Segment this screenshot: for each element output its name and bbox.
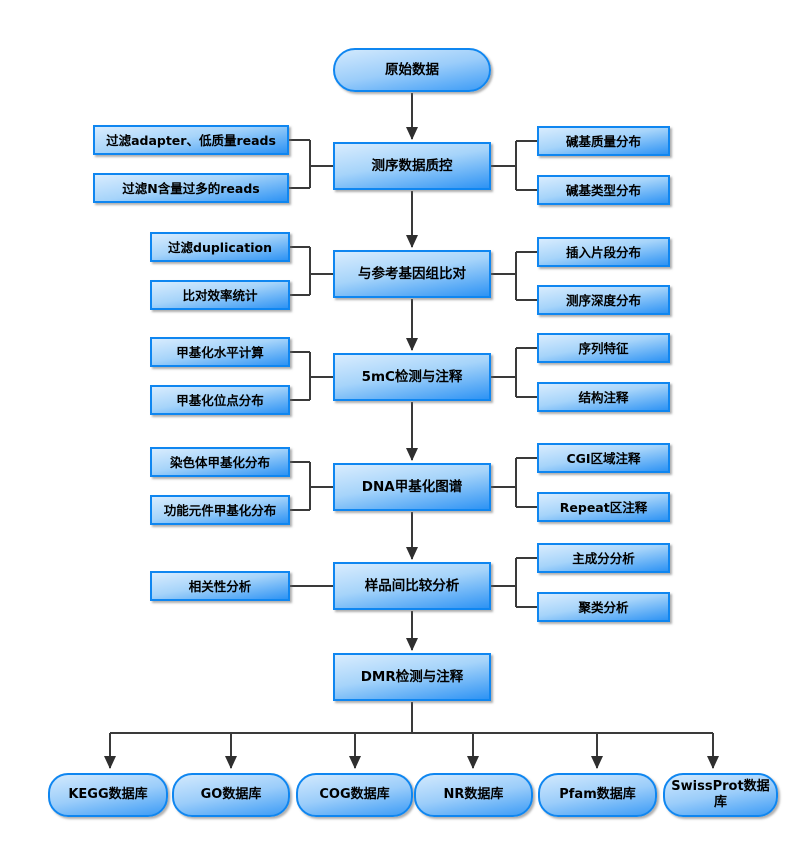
node-align-efficiency: 比对效率统计 bbox=[150, 280, 290, 310]
node-raw-data: 原始数据 bbox=[333, 48, 491, 92]
node-methylation-map: DNA甲基化图谱 bbox=[333, 463, 491, 511]
node-func-element-methyl: 功能元件甲基化分布 bbox=[150, 495, 290, 525]
node-5mc-detection: 5mC检测与注释 bbox=[333, 353, 491, 401]
node-methyl-site: 甲基化位点分布 bbox=[150, 385, 290, 415]
bracket-left-row2 bbox=[290, 246, 333, 296]
node-repeat-annotation: Repeat区注释 bbox=[537, 492, 670, 522]
node-db-swissprot: SwissProt数据库 bbox=[663, 773, 778, 817]
node-correlation: 相关性分析 bbox=[150, 571, 290, 601]
node-db-pfam: Pfam数据库 bbox=[538, 773, 657, 817]
node-base-type: 碱基类型分布 bbox=[537, 175, 670, 205]
node-methyl-level: 甲基化水平计算 bbox=[150, 337, 290, 367]
node-cluster: 聚类分析 bbox=[537, 592, 670, 622]
node-filter-adapter: 过滤adapter、低质量reads bbox=[93, 125, 289, 155]
node-db-cog: COG数据库 bbox=[296, 773, 413, 817]
bracket-right-row4 bbox=[491, 457, 537, 508]
node-db-go: GO数据库 bbox=[172, 773, 290, 817]
node-genome-alignment: 与参考基因组比对 bbox=[333, 250, 491, 298]
node-sample-comparison: 样品间比较分析 bbox=[333, 562, 491, 610]
bracket-right-row2 bbox=[491, 251, 537, 301]
node-struct-annotation: 结构注释 bbox=[537, 382, 670, 412]
node-dmr-detection: DMR检测与注释 bbox=[333, 653, 491, 701]
bracket-right-row5 bbox=[491, 557, 537, 608]
node-seq-feature: 序列特征 bbox=[537, 333, 670, 363]
node-db-nr: NR数据库 bbox=[414, 773, 533, 817]
node-base-quality: 碱基质量分布 bbox=[537, 126, 670, 156]
node-filter-duplication: 过滤duplication bbox=[150, 232, 290, 262]
node-seq-depth: 测序深度分布 bbox=[537, 285, 670, 315]
bracket-left-row4 bbox=[290, 461, 333, 511]
node-chromosome-methyl: 染色体甲基化分布 bbox=[150, 447, 290, 477]
node-pca: 主成分分析 bbox=[537, 543, 670, 573]
node-insert-size: 插入片段分布 bbox=[537, 237, 670, 267]
bracket-right-row1 bbox=[491, 140, 537, 191]
node-filter-n-reads: 过滤N含量过多的reads bbox=[93, 173, 289, 203]
node-sequencing-qc: 测序数据质控 bbox=[333, 142, 491, 190]
bracket-left-row3 bbox=[290, 351, 333, 401]
bracket-right-row3 bbox=[491, 347, 537, 398]
node-cgi-annotation: CGI区域注释 bbox=[537, 443, 670, 473]
node-db-kegg: KEGG数据库 bbox=[48, 773, 168, 817]
bracket-left-row1 bbox=[289, 139, 333, 189]
